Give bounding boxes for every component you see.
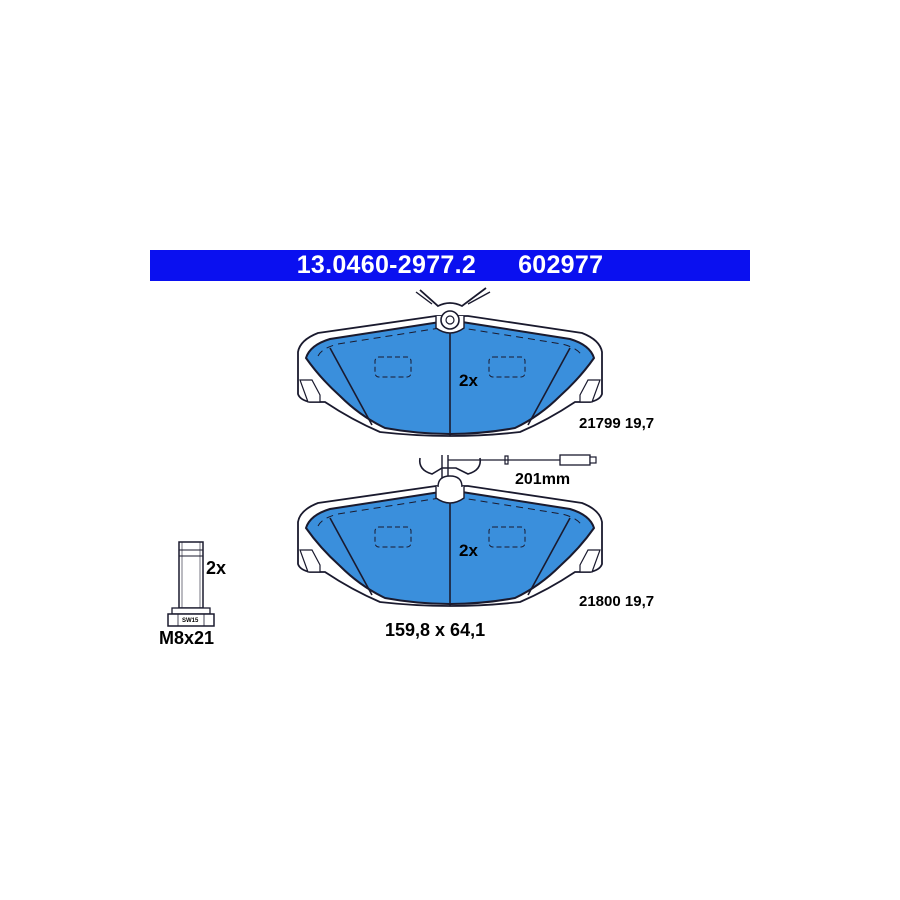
upper-brake-pad <box>297 287 603 437</box>
part-number: 13.0460-2977.2 <box>296 251 477 279</box>
bolt-quantity: 2x <box>206 558 226 578</box>
header-bar: 13.0460-2977.2 602977 <box>150 250 750 281</box>
pad-dimensions: 159,8 x 64,1 <box>385 620 485 640</box>
sensor-length: 201mm <box>515 471 570 488</box>
upper-pad-ref: 21799 19,7 <box>579 415 654 432</box>
lower-brake-pad <box>297 475 603 607</box>
wrench-size: SW15 <box>182 618 199 624</box>
upper-spring-clip-icon <box>415 287 491 308</box>
brake-pad-icon <box>297 485 603 607</box>
wear-sensor-icon <box>418 454 597 480</box>
lower-pad-quantity: 2x <box>459 541 478 560</box>
brake-pad-icon <box>297 315 603 437</box>
upper-pad-quantity: 2x <box>459 371 478 390</box>
lower-pad-ref: 21800 19,7 <box>579 593 654 610</box>
bolt-size: M8x21 <box>159 628 214 648</box>
bolt-icon: SW15 <box>167 541 215 627</box>
alt-part-number: 602977 <box>518 251 604 279</box>
